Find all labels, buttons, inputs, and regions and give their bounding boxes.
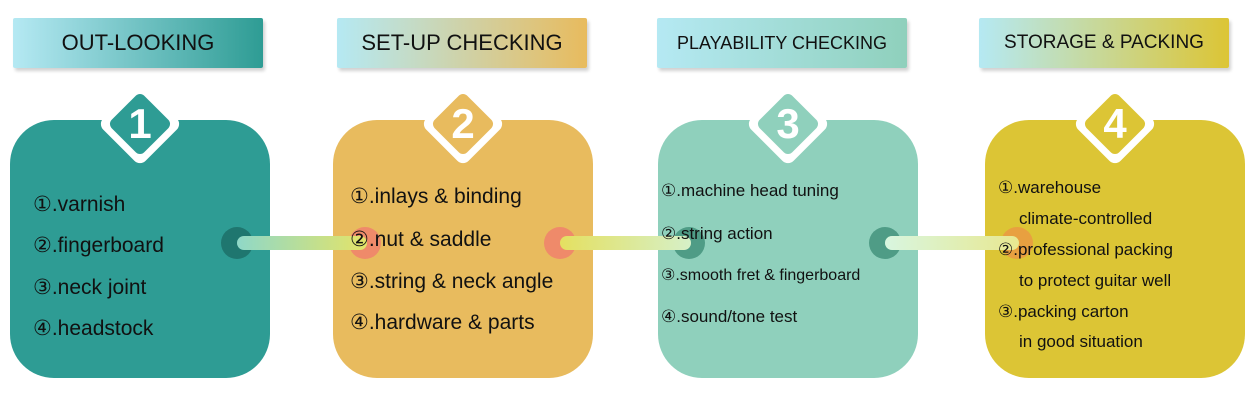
step-4-item: in good situation — [1019, 332, 1143, 351]
connector-bar-2-3 — [560, 236, 691, 250]
step-2-title: SET-UP CHECKING — [361, 30, 563, 55]
step-4-item: ③.packing carton — [998, 302, 1129, 321]
step-2-number: 2 — [451, 100, 475, 147]
step-1-item: ④.headstock — [33, 317, 154, 340]
connector-bar-3-4 — [885, 236, 1019, 250]
step-1-badge: 1 — [97, 81, 183, 167]
step-3-item: ④.sound/tone test — [661, 307, 798, 326]
step-2-item: ②.nut & saddle — [350, 228, 492, 251]
step-1-item: ①.varnish — [33, 193, 126, 216]
step-1-header: OUT-LOOKING — [13, 18, 263, 68]
step-1-item: ②.fingerboard — [33, 234, 164, 257]
step-1-number: 1 — [128, 100, 152, 147]
connector-bar-1-2 — [237, 236, 367, 250]
step-3-header: PLAYABILITY CHECKING — [657, 18, 907, 68]
step-4-item: climate-controlled — [1019, 209, 1153, 228]
step-4-badge: 4 — [1072, 81, 1158, 167]
step-2-item: ③.string & neck angle — [350, 270, 554, 293]
step-2-badge: 2 — [420, 81, 506, 167]
step-3-item: ①.machine head tuning — [661, 181, 839, 200]
step-3-item: ②.string action — [661, 224, 773, 243]
step-3-badge: 3 — [745, 81, 831, 167]
step-3-number: 3 — [776, 100, 800, 147]
step-1-title: OUT-LOOKING — [61, 30, 215, 55]
step-4-item: to protect guitar well — [1019, 271, 1172, 290]
step-2-header: SET-UP CHECKING — [337, 18, 587, 68]
step-4-header: STORAGE & PACKING — [979, 18, 1229, 68]
step-4-item: ②.professional packing — [998, 240, 1173, 259]
step-1-item: ③.neck joint — [33, 276, 147, 299]
step-3-title: PLAYABILITY CHECKING — [676, 32, 888, 53]
step-4-item: ①.warehouse — [998, 178, 1102, 197]
step-4-number: 4 — [1103, 100, 1127, 147]
step-2-item: ①.inlays & binding — [350, 185, 522, 208]
step-2-item: ④.hardware & parts — [350, 311, 535, 334]
step-4-title: STORAGE & PACKING — [1004, 32, 1204, 53]
step-3-item: ③.smooth fret & fingerboard — [661, 267, 861, 284]
